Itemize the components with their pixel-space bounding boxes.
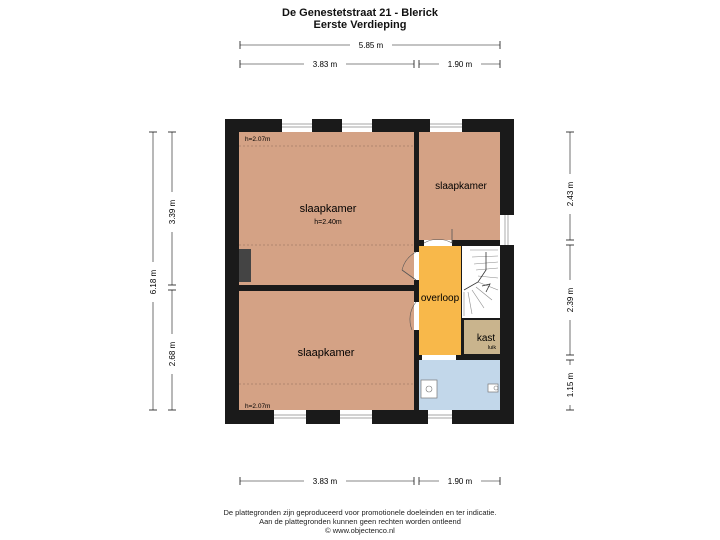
- copyright-link[interactable]: © www.objectenco.nl: [325, 526, 395, 535]
- window-bottom-1: [274, 410, 306, 424]
- window-right-1: [500, 215, 514, 245]
- page-subtitle: Eerste Verdieping: [313, 19, 407, 31]
- window-top-1: [282, 119, 312, 132]
- room-bedroom-main-height: h=2.40m: [314, 219, 342, 226]
- door-bedroom-small: [423, 229, 453, 246]
- room-bedroom-main-slope-height: h=2.07m: [245, 136, 270, 143]
- window-top-2: [342, 119, 372, 132]
- dimension-top-total: 5.85 m: [239, 39, 501, 51]
- room-bedroom-bottom-slope-height: h=2.07m: [245, 403, 270, 410]
- room-bedroom-bottom-label: slaapkamer: [298, 347, 355, 359]
- dimension-right-upper-label: 2.43 m: [566, 181, 575, 206]
- dimension-top-left: 3.83 m: [239, 58, 415, 70]
- dimension-left-total-label: 6.18 m: [149, 269, 158, 294]
- dimension-top-left-label: 3.83 m: [313, 60, 338, 69]
- room-closet-sub: luik: [488, 345, 497, 351]
- dimension-left-lower-label: 2.68 m: [168, 341, 177, 366]
- dimension-right-middle: 2.39 m: [564, 244, 576, 356]
- toilet-icon: [487, 383, 499, 393]
- window-bottom-3: [428, 410, 452, 424]
- dimension-bottom-right-label: 1.90 m: [448, 477, 473, 486]
- dimension-right-middle-label: 2.39 m: [566, 287, 575, 312]
- dimension-right-upper: 2.43 m: [564, 131, 576, 241]
- room-bedroom-small: [419, 132, 500, 240]
- dimension-left-lower: 2.68 m: [166, 289, 178, 411]
- room-closet: [464, 320, 500, 354]
- room-landing: [419, 246, 461, 355]
- shaft-icon: [239, 249, 251, 282]
- dimension-bottom-right: 1.90 m: [418, 475, 501, 487]
- room-bedroom-main-label: slaapkamer: [300, 203, 357, 215]
- dimension-bottom-left: 3.83 m: [239, 475, 415, 487]
- stairwell: [462, 246, 500, 318]
- dimension-bottom-left-label: 3.83 m: [313, 477, 338, 486]
- room-bedroom-small-label: slaapkamer: [435, 181, 487, 192]
- door-bathroom: [422, 355, 456, 360]
- stairs-icon: [463, 249, 499, 316]
- room-closet-label: kast: [477, 333, 496, 344]
- sink-icon: [420, 379, 438, 399]
- door-bedroom-main: [401, 251, 419, 281]
- window-bottom-2: [340, 410, 372, 424]
- dimension-left-total: 6.18 m: [147, 131, 159, 411]
- room-bedroom-main: [239, 132, 414, 285]
- dimension-top-total-label: 5.85 m: [359, 41, 384, 50]
- dimension-right-lower-label: 1.15 m: [566, 372, 575, 397]
- dimension-top-right-label: 1.90 m: [448, 60, 473, 69]
- dimension-top-right: 1.90 m: [418, 58, 501, 70]
- dimension-left-upper-label: 3.39 m: [168, 199, 177, 224]
- door-bedroom-bottom: [409, 301, 419, 331]
- dimension-left-upper: 3.39 m: [166, 131, 178, 286]
- disclaimer-line-2: Aan de plattegronden kunnen geen rechten…: [259, 517, 461, 526]
- window-top-3: [430, 119, 462, 132]
- dimension-right-lower: 1.15 m: [564, 359, 576, 411]
- page-title: De Genestetstraat 21 - Blerick: [282, 7, 438, 19]
- disclaimer-line-1: De plattegronden zijn geproduceerd voor …: [223, 508, 497, 517]
- room-landing-label: overloop: [421, 293, 460, 304]
- room-bedroom-bottom: [239, 291, 414, 410]
